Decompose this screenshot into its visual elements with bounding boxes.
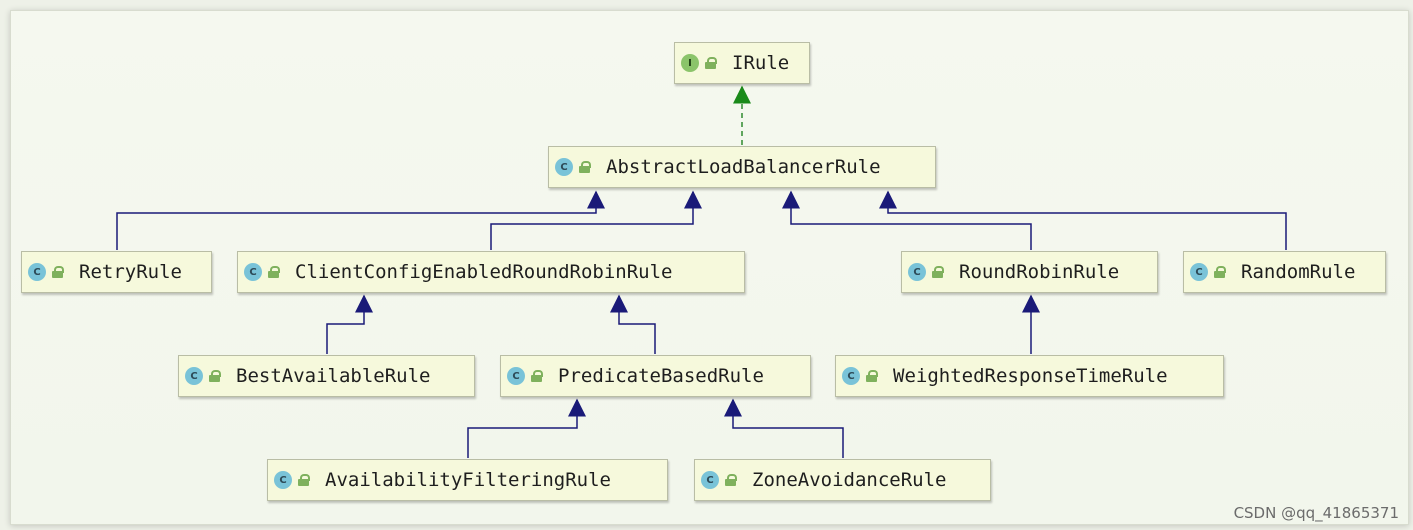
edge-retry-abstract (116, 190, 605, 250)
node-label: PredicateBasedRule (558, 365, 764, 387)
edge-rr-abstract (782, 190, 1032, 250)
class-icon: C (1190, 263, 1208, 281)
node-weighted-response-time-rule[interactable]: C WeightedResponseTimeRule (835, 355, 1224, 397)
node-label: AbstractLoadBalancerRule (606, 156, 881, 178)
node-label: WeightedResponseTimeRule (893, 365, 1168, 387)
interface-icon: I (681, 54, 699, 72)
open-lock-icon (298, 474, 310, 486)
class-icon: C (507, 367, 525, 385)
edge-random-abstract (879, 190, 1287, 250)
edge-zone-pred (724, 398, 844, 458)
node-label: ClientConfigEnabledRoundRobinRule (295, 261, 673, 283)
node-label: ZoneAvoidanceRule (752, 469, 947, 491)
node-label: BestAvailableRule (236, 365, 431, 387)
node-best-available-rule[interactable]: C BestAvailableRule (178, 355, 475, 397)
node-label: IRule (732, 52, 790, 74)
node-round-robin-rule[interactable]: C RoundRobinRule (901, 251, 1158, 293)
watermark-text: CSDN @qq_41865371 (1233, 504, 1399, 522)
edge-best-ccerr (326, 294, 373, 354)
node-client-config-enabled-round-robin-rule[interactable]: C ClientConfigEnabledRoundRobinRule (237, 251, 745, 293)
open-lock-icon (531, 370, 543, 382)
node-availability-filtering-rule[interactable]: C AvailabilityFilteringRule (267, 459, 668, 501)
class-icon: C (244, 263, 262, 281)
class-icon: C (274, 471, 292, 489)
edge-ccerr-abstract (490, 190, 702, 250)
node-predicate-based-rule[interactable]: C PredicateBasedRule (500, 355, 811, 397)
open-lock-icon (866, 370, 878, 382)
open-lock-icon (932, 266, 944, 278)
class-icon: C (185, 367, 203, 385)
class-icon: C (28, 263, 46, 281)
open-lock-icon (52, 266, 64, 278)
open-lock-icon (725, 474, 737, 486)
node-label: RandomRule (1241, 261, 1356, 283)
node-label: AvailabilityFilteringRule (325, 469, 611, 491)
class-icon: C (555, 158, 573, 176)
edge-avail-pred (467, 398, 586, 458)
class-icon: C (701, 471, 719, 489)
class-icon: C (908, 263, 926, 281)
class-icon: C (842, 367, 860, 385)
edge-pred-ccerr (610, 294, 656, 354)
node-zone-avoidance-rule[interactable]: C ZoneAvoidanceRule (694, 459, 991, 501)
open-lock-icon (1214, 266, 1226, 278)
node-retry-rule[interactable]: C RetryRule (21, 251, 212, 293)
open-lock-icon (705, 57, 717, 69)
node-irule[interactable]: I IRule (674, 42, 810, 84)
open-lock-icon (209, 370, 221, 382)
node-random-rule[interactable]: C RandomRule (1183, 251, 1386, 293)
node-label: RetryRule (79, 261, 182, 283)
node-label: RoundRobinRule (959, 261, 1120, 283)
open-lock-icon (579, 161, 591, 173)
open-lock-icon (268, 266, 280, 278)
node-abstract-load-balancer-rule[interactable]: C AbstractLoadBalancerRule (548, 146, 936, 188)
